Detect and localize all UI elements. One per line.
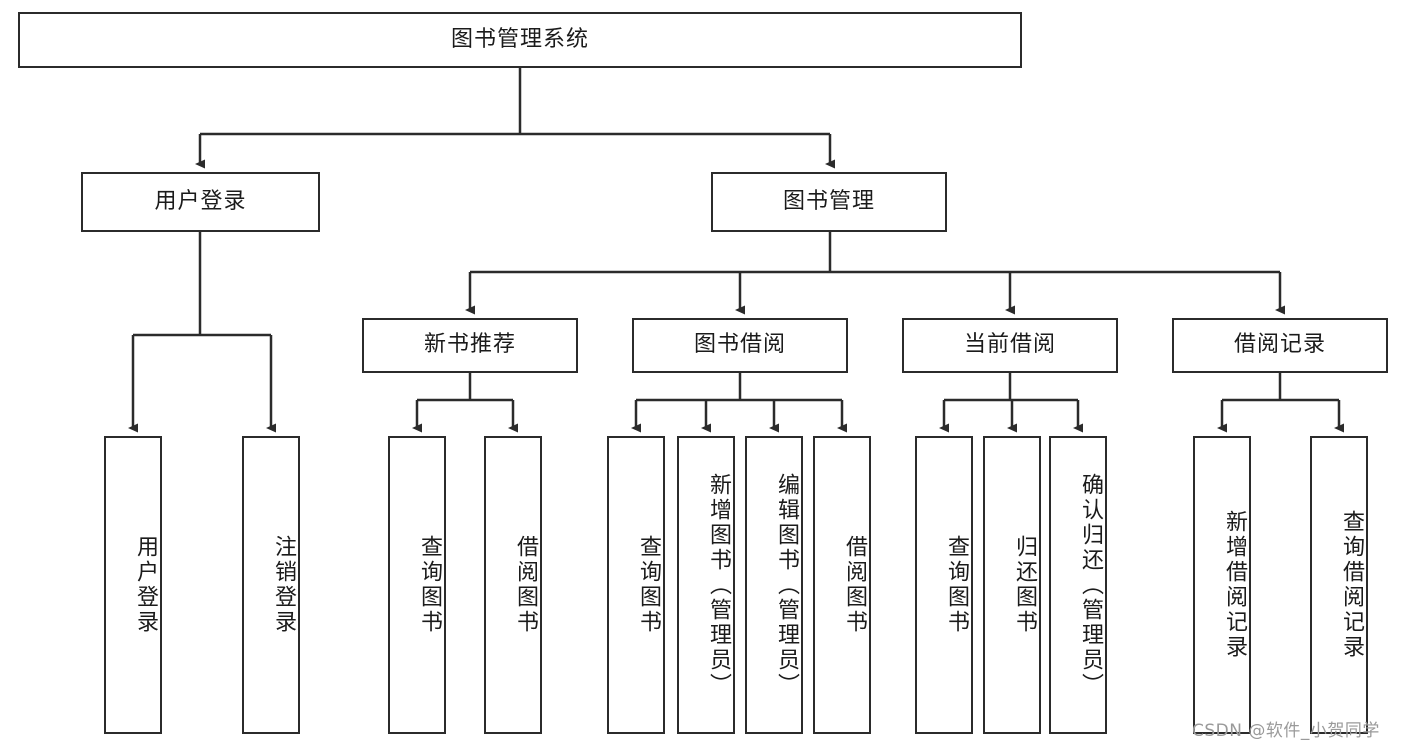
node-label: 确认归还（管理员）	[1078, 472, 1103, 698]
node-user-login[interactable]: 用户登录	[81, 172, 320, 232]
node-label: 借阅记录	[1233, 332, 1326, 358]
leaf-current-query-book[interactable]: 查询图书	[915, 436, 973, 734]
leaf-record-query-record[interactable]: 查询借阅记录	[1310, 436, 1368, 734]
leaf-current-return-book[interactable]: 归还图书	[983, 436, 1041, 734]
node-label: 编辑图书（管理员）	[774, 472, 799, 698]
node-label: 新书推荐	[423, 332, 516, 358]
node-label: 借阅图书	[842, 535, 867, 635]
node-label: 新增借阅记录	[1222, 510, 1247, 660]
node-label: 归还图书	[1012, 535, 1037, 635]
node-label: 图书管理系统	[450, 26, 589, 52]
node-label: 图书管理	[782, 188, 875, 214]
csdn-watermark: CSDN @软件_小贺同学	[1192, 721, 1380, 741]
node-borrow-record[interactable]: 借阅记录	[1172, 318, 1388, 373]
leaf-borrow-edit-book-admin[interactable]: 编辑图书（管理员）	[745, 436, 803, 734]
node-label: 查询图书	[417, 535, 442, 635]
leaf-recommend-borrow-book[interactable]: 借阅图书	[484, 436, 542, 734]
node-label: 图书借阅	[693, 332, 786, 358]
leaf-recommend-query-book[interactable]: 查询图书	[388, 436, 446, 734]
node-book-borrow[interactable]: 图书借阅	[632, 318, 848, 373]
node-label: 新增图书（管理员）	[706, 472, 731, 698]
node-label: 用户登录	[133, 535, 158, 635]
node-label: 借阅图书	[513, 535, 538, 635]
leaf-record-add-record[interactable]: 新增借阅记录	[1193, 436, 1251, 734]
leaf-current-confirm-return-admin[interactable]: 确认归还（管理员）	[1049, 436, 1107, 734]
node-label: 注销登录	[271, 535, 296, 635]
node-label: 查询图书	[944, 535, 969, 635]
node-label: 查询图书	[636, 535, 661, 635]
leaf-user-login-login[interactable]: 用户登录	[104, 436, 162, 734]
node-current-borrow[interactable]: 当前借阅	[902, 318, 1118, 373]
leaf-borrow-query-book[interactable]: 查询图书	[607, 436, 665, 734]
node-book-management[interactable]: 图书管理	[711, 172, 947, 232]
node-new-book-recommend[interactable]: 新书推荐	[362, 318, 578, 373]
node-label: 查询借阅记录	[1339, 510, 1364, 660]
node-root-system[interactable]: 图书管理系统	[18, 12, 1022, 68]
leaf-borrow-borrow-book[interactable]: 借阅图书	[813, 436, 871, 734]
node-label: 当前借阅	[963, 332, 1056, 358]
leaf-borrow-add-book-admin[interactable]: 新增图书（管理员）	[677, 436, 735, 734]
leaf-user-login-logout[interactable]: 注销登录	[242, 436, 300, 734]
node-label: 用户登录	[154, 188, 247, 214]
